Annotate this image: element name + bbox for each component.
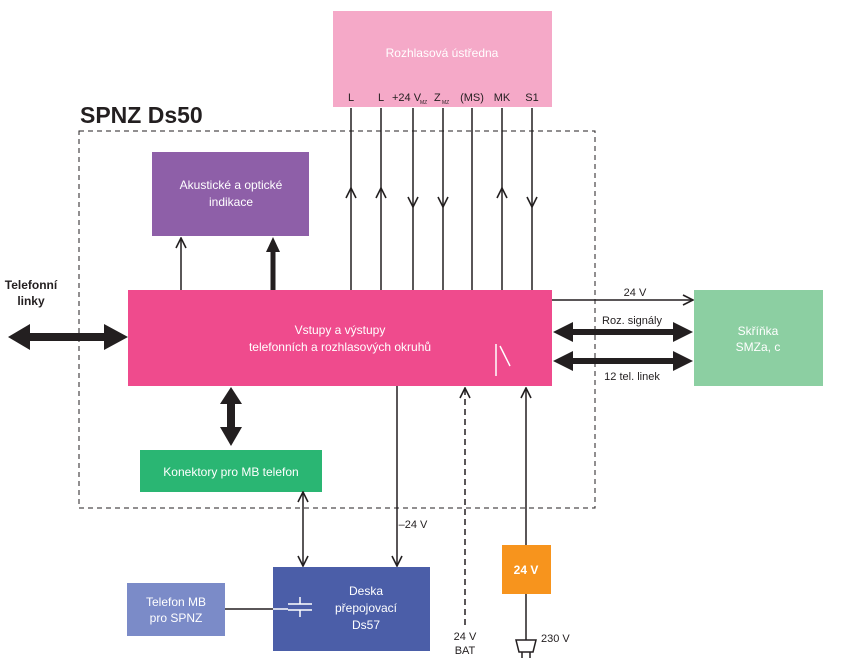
telefon-mb-line2: pro SPNZ: [150, 611, 203, 625]
psu-label: 24 V: [514, 563, 539, 577]
label-tel-linek: 12 tel. linek: [604, 371, 660, 383]
capacitor-icon: [273, 597, 312, 617]
rozhlasova-ustredna-block: Rozhlasová ústředna L L +24 V MZ Z MZ (M…: [333, 11, 552, 107]
pin-24v: +24 V: [392, 92, 422, 104]
pin-mk: MK: [494, 92, 511, 104]
label-roz-signaly: Roz. signály: [602, 315, 662, 327]
label-230v: 230 V: [541, 633, 570, 645]
rozhlas-connections: [351, 108, 532, 290]
akusticke-indikace-block: Akustické a optické indikace: [152, 152, 309, 236]
deska-block: Deska přepojovací Ds57: [273, 567, 430, 651]
telefonni-linky-arrow: [8, 324, 128, 350]
arrow-tel-linek: [553, 351, 693, 371]
pin-l2: L: [378, 92, 384, 104]
vstupy-line1: Vstupy a výstupy: [295, 323, 386, 337]
plug-icon: [515, 639, 537, 658]
label-bat-line2: BAT: [455, 645, 476, 657]
vstupy-vystupy-block: Vstupy a výstupy telefonních a rozhlasov…: [128, 290, 552, 386]
spnz-title: SPNZ Ds50: [80, 102, 203, 128]
konektory-block: Konektory pro MB telefon: [140, 450, 322, 492]
pin-l1: L: [348, 92, 354, 104]
pin-s1: S1: [525, 92, 538, 104]
deska-line3: Ds57: [352, 618, 380, 632]
label-bat-line1: 24 V: [454, 631, 477, 643]
label-24v-skrinka: 24 V: [624, 287, 647, 299]
pin-z-sub: MZ: [442, 100, 449, 106]
telefonni-linky-line2: linky: [17, 294, 45, 308]
deska-line2: přepojovací: [335, 601, 398, 615]
deska-line1: Deska: [349, 584, 383, 598]
vstupy-line2: telefonních a rozhlasových okruhů: [249, 340, 431, 354]
label-minus24: –24 V: [399, 519, 428, 531]
arrow-vstupy-konektory: [220, 387, 242, 446]
skrinka-line1: Skříňka: [738, 324, 779, 338]
skrinka-line2: SMZa, c: [736, 340, 781, 354]
telefon-mb-line1: Telefon MB: [146, 595, 206, 609]
telefon-mb-block: Telefon MB pro SPNZ: [127, 583, 225, 636]
arrow-indikace-thick-head: [266, 237, 280, 252]
psu-block: 24 V: [502, 545, 551, 594]
akusticke-line1: Akustické a optické: [180, 178, 283, 192]
skrinka-block: Skříňka SMZa, c: [694, 290, 823, 386]
konektory-label: Konektory pro MB telefon: [163, 465, 298, 479]
switch-icon: [495, 344, 511, 376]
rozhlasova-ustredna-label: Rozhlasová ústředna: [386, 46, 499, 60]
akusticke-line2: indikace: [209, 195, 253, 209]
telefonni-linky-line1: Telefonní: [5, 278, 58, 292]
pin-24v-sub: MZ: [420, 100, 427, 106]
pin-z: Z: [434, 92, 441, 104]
arrow-roz-signaly: [553, 322, 693, 342]
pin-ms: (MS): [460, 92, 484, 104]
spnz-boundary: [78, 130, 596, 509]
